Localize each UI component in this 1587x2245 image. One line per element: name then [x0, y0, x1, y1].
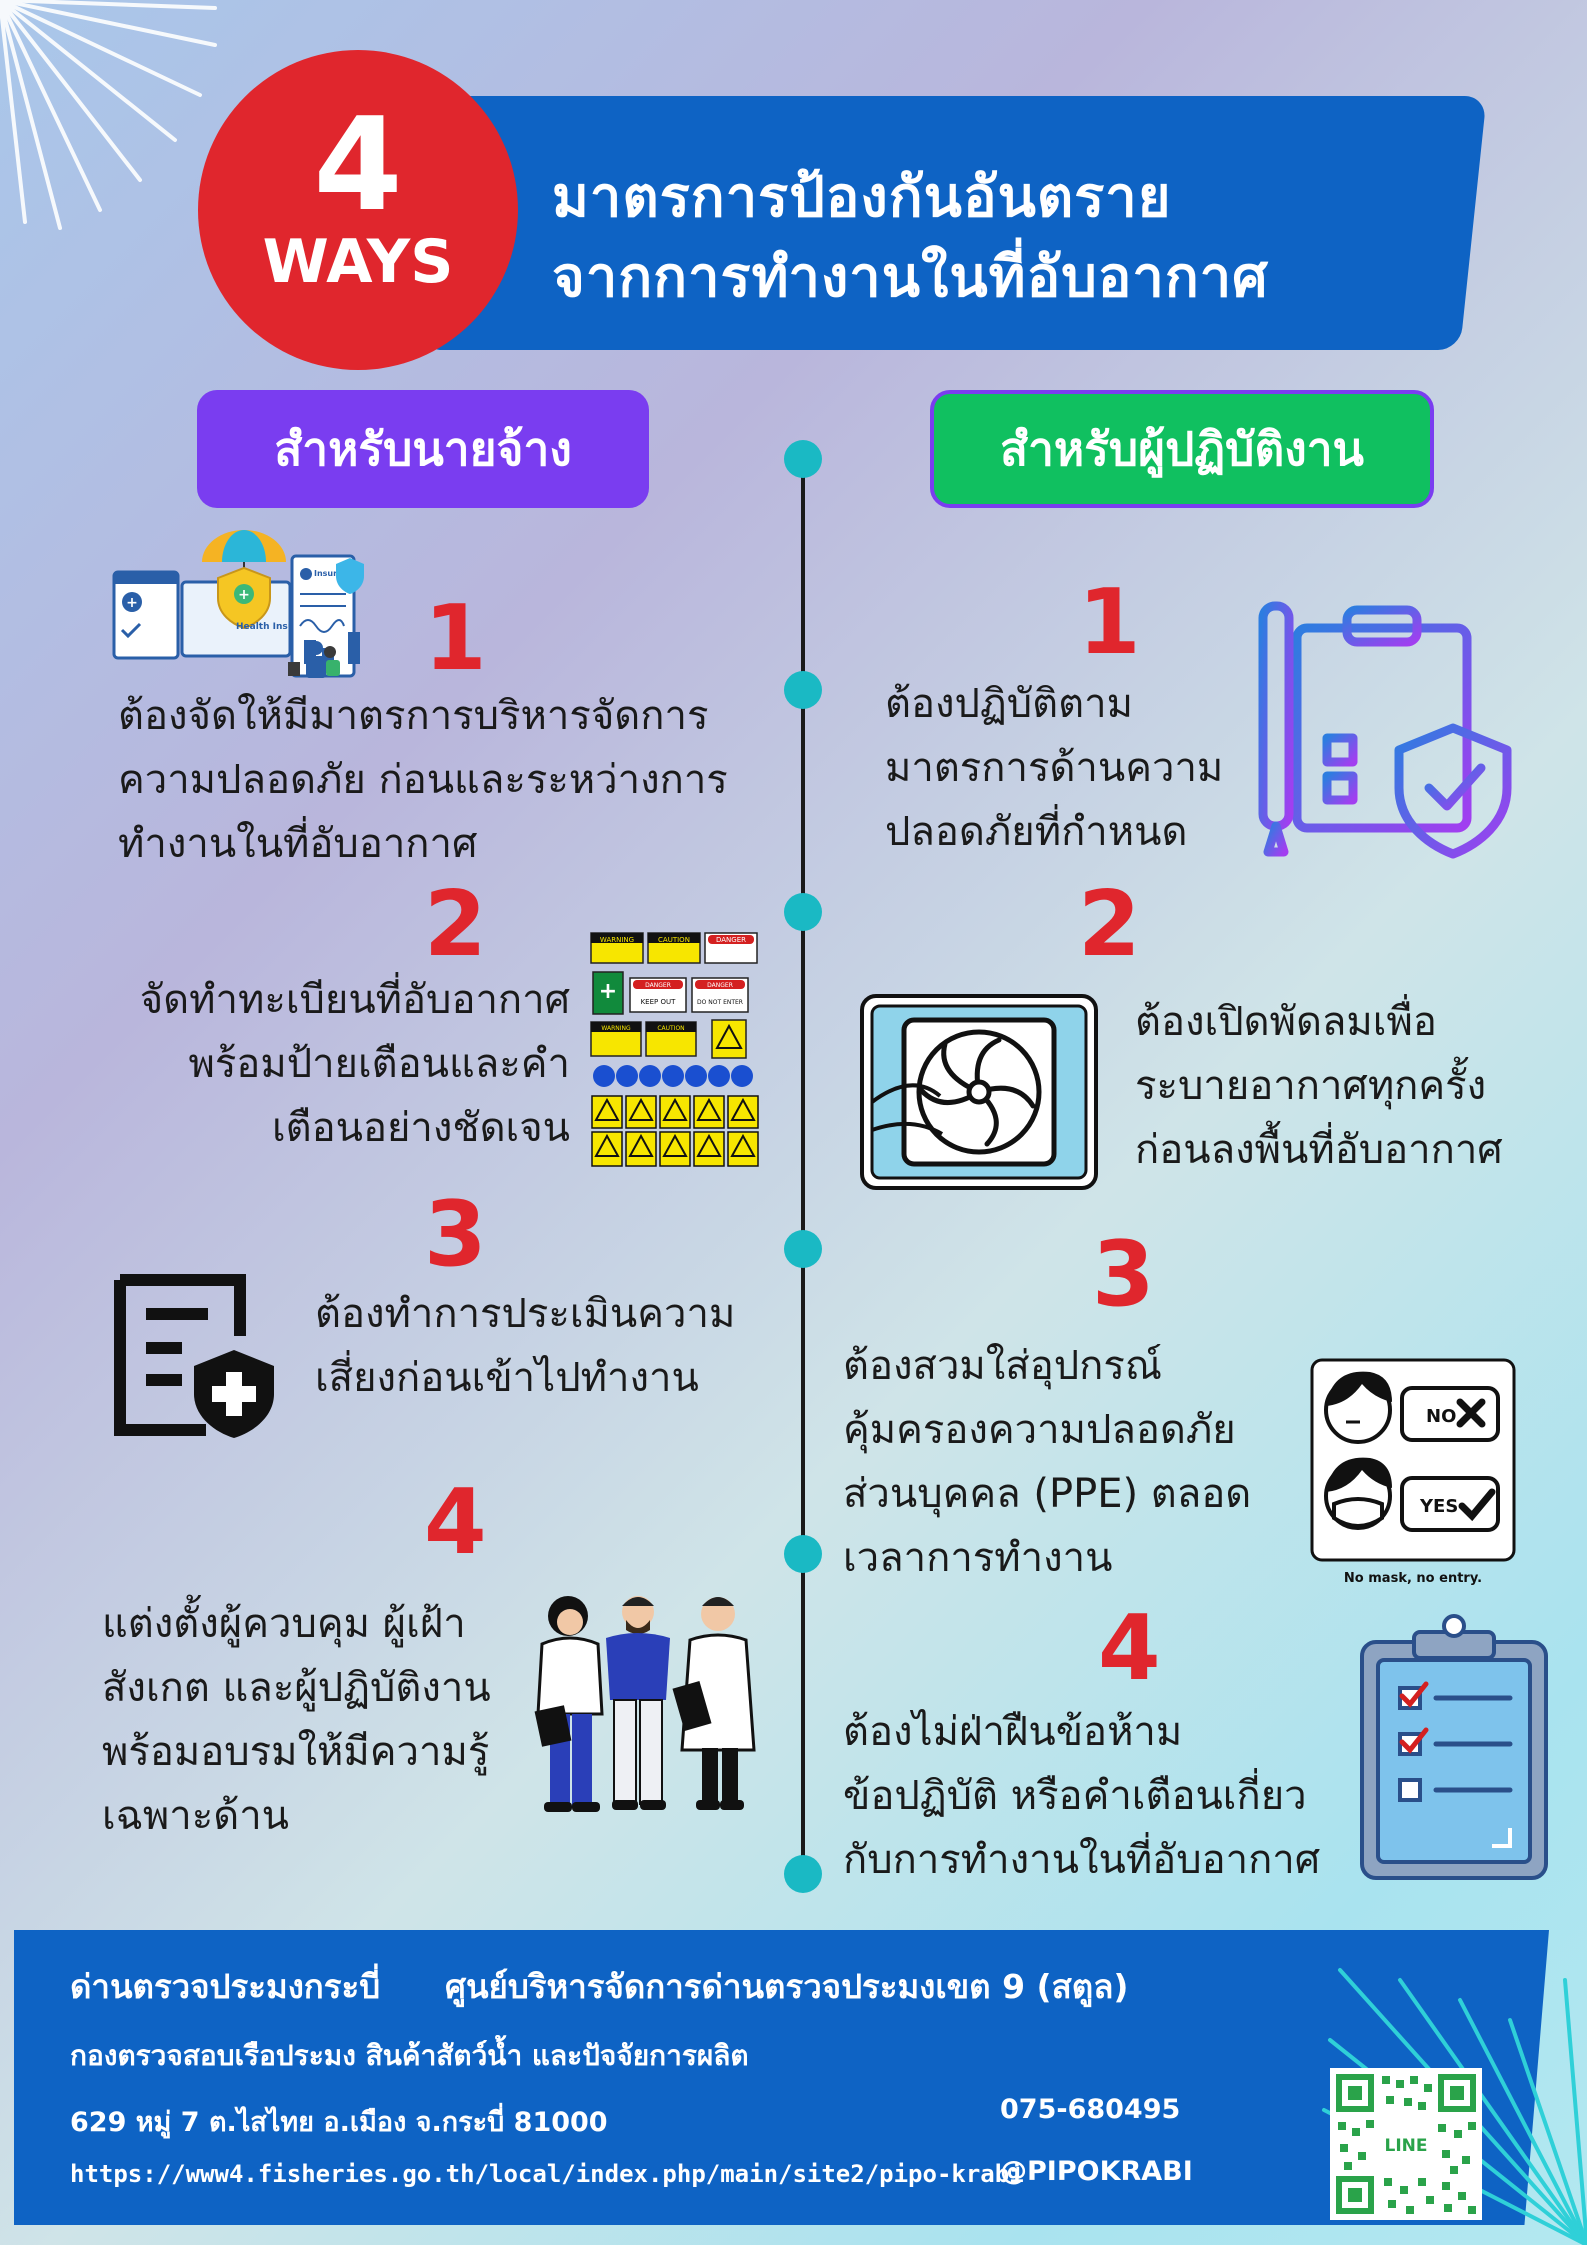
footer-division: กองตรวจสอบเรือประมง สินค้าสัตว์น้ำ และปั… — [70, 2039, 749, 2072]
employer-item-2-text: จัดทำทะเบียนที่อับอากาศ พร้อมป้ายเตือนแล… — [139, 977, 570, 1151]
employer-item-3-text: ต้องทำการประเมินความ เสี่ยงก่อนเข้าไปทำง… — [315, 1291, 736, 1401]
header-title-line2: จากการทำงานในที่อับอากาศ — [552, 245, 1269, 310]
qr-code-icon: LINE — [1336, 2074, 1476, 2214]
timeline-dot — [784, 1535, 822, 1573]
sign-do-not-enter-label: DO NOT ENTER — [697, 999, 743, 1006]
employer-item-2-number: 2 — [424, 872, 487, 977]
footer-phone: 075-680495 — [1000, 2094, 1181, 2125]
mask-caption: No mask, no entry. — [1344, 1571, 1482, 1586]
worker-item-4-text: ต้องไม่ฝ่าฝืนข้อห้าม ข้อปฏิบัติ หรือคำเต… — [843, 1709, 1321, 1883]
ways-number: 4 — [313, 91, 403, 240]
checklist-clipboard-icon — [1360, 1614, 1548, 1880]
timeline-dot — [784, 893, 822, 931]
worker-item-3-number: 3 — [1092, 1222, 1155, 1327]
employer-item-4-text: แต่งตั้งผู้ควบคุม ผู้เฝ้า สังเกต และผู้ป… — [102, 1601, 491, 1839]
timeline-dot — [784, 671, 822, 709]
health-insurance-label: Health Insurance — [236, 622, 323, 632]
timeline-dot — [784, 1855, 822, 1893]
employer-item-1-text: ต้องจัดให้มีมาตรการบริหารจัดการ ความปลอด… — [118, 693, 728, 867]
sign-danger-label: DANGER — [716, 936, 746, 944]
worker-column-header: สำหรับผู้ปฏิบัติงาน — [930, 390, 1434, 508]
ways-label: WAYS — [262, 227, 454, 297]
employer-column-header: สำหรับนายจ้าง — [197, 390, 649, 508]
footer-line-id: @PIPOKRABI — [1000, 2156, 1193, 2187]
employer-item-4-number: 4 — [424, 1470, 487, 1575]
ventilation-fan-icon — [860, 994, 1098, 1190]
line-qr-code[interactable]: LINE — [1330, 2068, 1482, 2220]
sunburst-decoration — [0, 0, 217, 230]
employer-item-1-number: 1 — [424, 586, 487, 691]
timeline-dot — [784, 1230, 822, 1268]
risk-assessment-document-icon — [114, 1274, 274, 1438]
worker-item-4-number: 4 — [1098, 1596, 1161, 1701]
qr-line-label: LINE — [1385, 2136, 1428, 2156]
sign-caution-label: CAUTION — [658, 936, 690, 944]
sign-warning-label: WARNING — [600, 936, 634, 944]
health-insurance-icon: + + Health Insurance Insurance — [112, 530, 364, 678]
svg-text:DANGER: DANGER — [645, 982, 671, 989]
footer-office-name: ด่านตรวจประมงกระบี่ — [70, 1967, 381, 2006]
footer-website-link[interactable]: https://www4.fisheries.go.th/local/index… — [70, 2160, 1024, 2188]
mask-required-sign-icon: NO YES No mask, no entry. — [1310, 1358, 1516, 1586]
footer-address: 629 หมู่ 7 ต.ไสไทย อ.เมือง จ.กระบี่ 8100… — [70, 2107, 608, 2138]
sign-keep-out-label: KEEP OUT — [641, 998, 677, 1006]
svg-text:+: + — [126, 595, 138, 611]
svg-text:WARNING: WARNING — [601, 1025, 631, 1032]
svg-text:CAUTION: CAUTION — [657, 1025, 684, 1032]
mask-no-label: NO — [1426, 1406, 1456, 1427]
svg-text:+: + — [599, 979, 617, 1004]
worker-item-3-text: ต้องสวมใส่อุปกรณ์ คุ้มครองความปลอดภัย ส่… — [843, 1343, 1252, 1581]
timeline-line — [801, 460, 805, 1880]
worker-item-2-number: 2 — [1078, 872, 1141, 977]
worker-item-1-number: 1 — [1078, 570, 1141, 675]
svg-text:DANGER: DANGER — [707, 982, 733, 989]
timeline-dot — [784, 440, 822, 478]
warning-signs-icon: WARNING CAUTION DANGER + DANGER KEEP OUT… — [590, 932, 759, 1167]
employer-item-3-number: 3 — [424, 1182, 487, 1287]
worker-item-2-text: ต้องเปิดพัดลมเพื่อ ระบายอากาศทุกครั้ง ก่… — [1135, 999, 1503, 1173]
mask-yes-label: YES — [1419, 1496, 1458, 1517]
worker-item-1-text: ต้องปฏิบัติตาม มาตรการด้านความ ปลอดภัยที… — [885, 681, 1224, 855]
medical-team-icon — [534, 1596, 756, 1812]
ways-badge: 4 WAYS — [198, 50, 518, 370]
safety-clipboard-shield-icon — [1258, 601, 1512, 859]
header-title-line1: มาตรการป้องกันอันตราย — [552, 165, 1172, 230]
svg-text:+: + — [238, 587, 250, 603]
footer-center-name: ศูนย์บริหารจัดการด่านตรวจประมงเขต 9 (สตู… — [445, 1967, 1129, 2006]
footer-panel — [14, 1930, 1549, 2225]
